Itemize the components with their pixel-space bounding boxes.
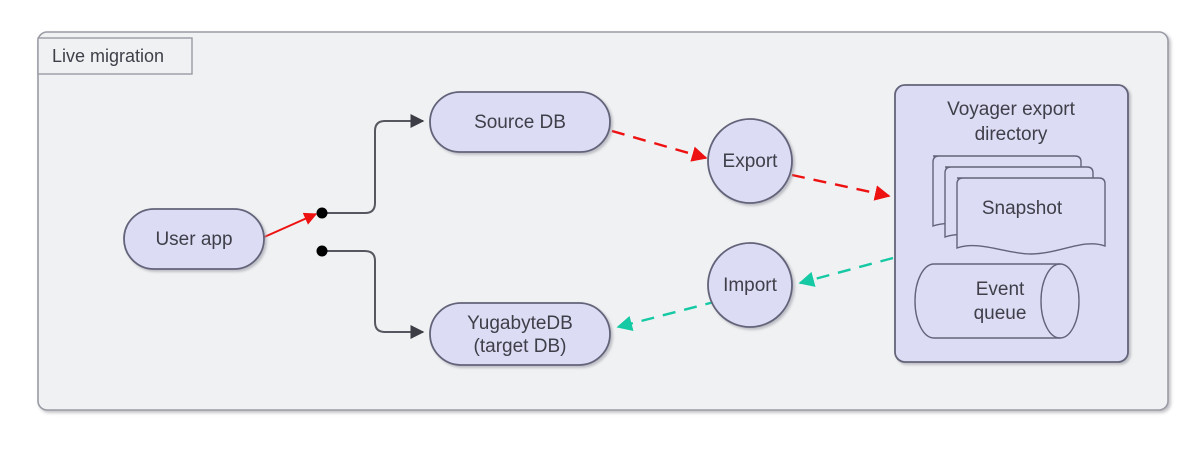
- voyager-directory-label-line2: directory: [975, 124, 1048, 145]
- node-yugabyte-db[interactable]: YugabyteDB (target DB): [429, 302, 611, 366]
- node-import-label: Import: [723, 275, 778, 296]
- snapshot-label: Snapshot: [982, 198, 1063, 219]
- snapshot-sheet-front: [956, 177, 1106, 255]
- junction-dot-bottom: [316, 245, 328, 257]
- node-export-shape: [707, 118, 793, 204]
- connector-source-db-to-export: [611, 129, 708, 162]
- connector-import-to-yugabyte-db: [616, 299, 719, 332]
- connector-junction-to-yugabyte-db: [322, 250, 425, 339]
- node-import[interactable]: Import: [707, 242, 793, 328]
- node-import-shape: [707, 242, 793, 328]
- node-yugabyte-db-label-line2: (target DB): [474, 336, 567, 357]
- node-snapshot[interactable]: Snapshot: [932, 155, 1106, 255]
- frame-label-text: Live migration: [52, 46, 164, 66]
- node-event-queue[interactable]: Event queue: [914, 263, 1080, 339]
- event-queue-label-line1: Event: [976, 279, 1025, 300]
- node-source-db[interactable]: Source DB: [429, 91, 611, 153]
- node-source-db-shape: [429, 91, 611, 153]
- node-source-db-label: Source DB: [474, 112, 566, 133]
- node-export-label: Export: [723, 151, 779, 172]
- event-queue-end-cap: [1040, 263, 1061, 339]
- node-voyager-export-directory[interactable]: Voyager export directory Snapshot Event …: [894, 84, 1129, 363]
- node-user-app-label: User app: [155, 229, 232, 250]
- node-yugabyte-db-label-line1: YugabyteDB: [467, 313, 573, 334]
- connector-user-app-to-junction: [261, 212, 318, 239]
- node-user-app[interactable]: User app: [123, 208, 265, 270]
- node-yugabyte-db-shape: [429, 302, 611, 366]
- connector-directory-to-import: [798, 256, 894, 287]
- node-export[interactable]: Export: [707, 118, 793, 204]
- connector-junction-to-source-db: [322, 114, 425, 214]
- live-migration-frame: Live migration: [37, 31, 1169, 411]
- junction-dot-top: [316, 207, 328, 219]
- node-user-app-shape: [123, 208, 265, 270]
- connector-export-to-directory: [791, 173, 891, 201]
- event-queue-label-line2: queue: [974, 303, 1027, 324]
- frame-body: [37, 31, 1169, 411]
- frame-label-tab: [37, 37, 193, 75]
- event-queue-body: [914, 263, 1080, 339]
- voyager-directory-label-line1: Voyager export: [947, 99, 1076, 120]
